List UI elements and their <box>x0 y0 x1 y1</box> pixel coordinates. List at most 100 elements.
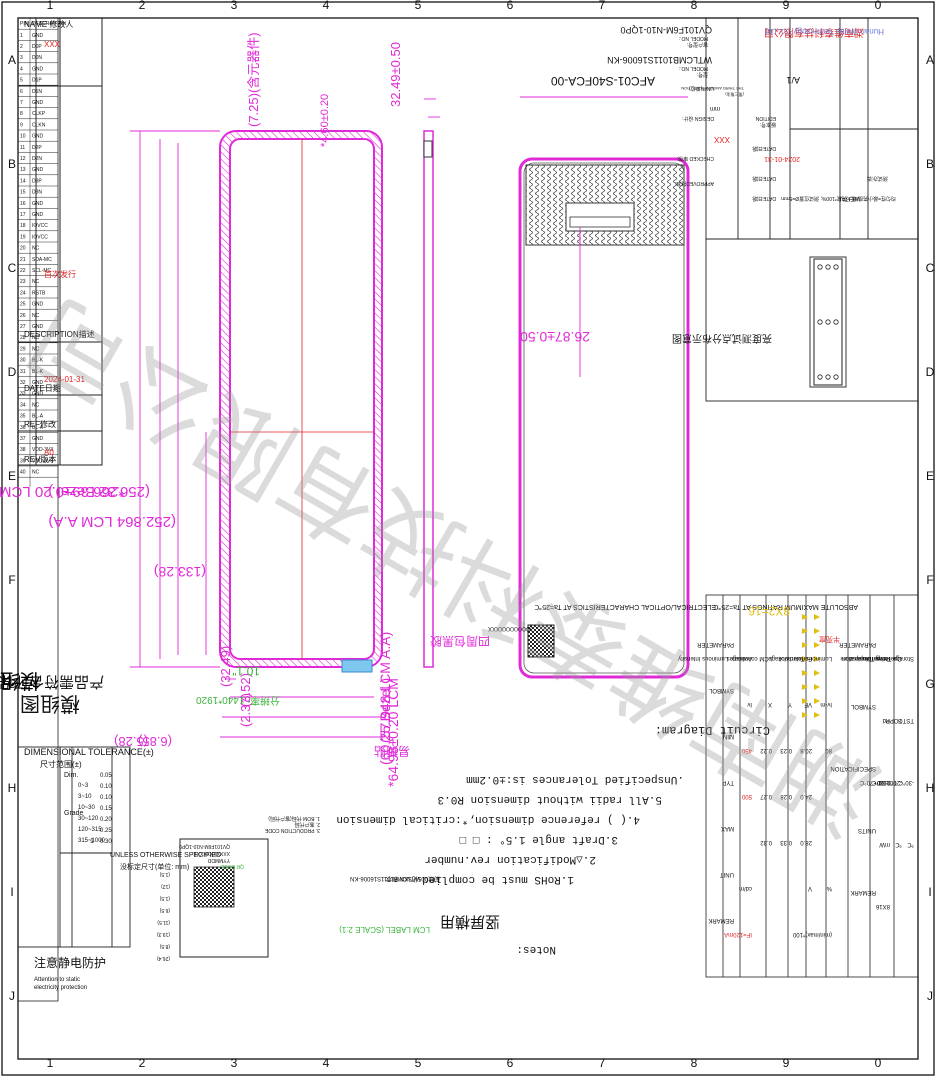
dim-32-49-bottom: (32.49) <box>218 646 233 687</box>
led-symbol <box>814 628 820 634</box>
zone-label-left: 7 <box>599 1056 606 1070</box>
brightness-test-point <box>825 374 831 380</box>
zone-label-top: I <box>10 885 13 899</box>
abs-header: UNITS <box>858 827 876 833</box>
pin-signal: GND <box>32 391 44 397</box>
dim-lcm-width: *64.98±0.20 LCM <box>385 678 401 787</box>
abs-header: SPECIFICATION <box>830 765 876 771</box>
tolerance-range: 0~3 <box>78 783 89 789</box>
pin-header: PIN <box>20 21 29 27</box>
zone-label-right: 4 <box>323 0 330 12</box>
pin-signal: GND <box>32 100 44 106</box>
pin-number: 1 <box>20 33 23 39</box>
led-symbol <box>802 670 808 676</box>
led-symbol <box>814 614 820 620</box>
pin-number: 11 <box>20 145 25 151</box>
pin-number: 31 <box>20 369 26 375</box>
dim-bezel-width: (60.25 Bezel ) <box>377 678 393 765</box>
elec-header: REMARK <box>708 917 734 923</box>
zone-label-left: 3 <box>231 1056 238 1070</box>
view-title: 模组图 <box>20 692 80 715</box>
notes-title: Notes: <box>516 943 556 955</box>
zone-label-bottom: E <box>926 469 934 483</box>
pin-number: 29 <box>20 346 26 352</box>
elec-cell: Forward Voltage <box>768 655 812 661</box>
pin-signal: D0N <box>32 55 42 61</box>
pin-signal: GND <box>32 33 44 39</box>
pin-number: 7 <box>20 100 23 106</box>
label-line3: YYMMDD <box>207 857 230 863</box>
brightness-test-point <box>825 319 831 325</box>
label-dim: (11.5) <box>157 919 170 925</box>
note-item: 4.( ) reference dimension,*:critical dim… <box>336 813 640 825</box>
edition-label: EDITION <box>755 115 776 121</box>
lcm-front-view <box>219 130 383 673</box>
zone-label-top: G <box>7 677 16 691</box>
company-name-cn: 湖南维泰科技有限公司 <box>764 26 864 39</box>
label-dim: (8.5) <box>159 943 170 949</box>
esd-en1: Attention to static <box>34 977 80 983</box>
dim-5-28: (5.28) <box>114 734 148 749</box>
label-title: LCM LABEL (SCALE 2:1) <box>339 925 430 934</box>
pin-number: 18 <box>20 223 26 229</box>
abs-cell: Power Dissipation <box>842 655 890 661</box>
zone-label-left: 0 <box>875 1056 882 1070</box>
pin-signal: BL-K <box>32 358 44 364</box>
pin-signal: GND <box>32 380 44 386</box>
zone-label-right: 6 <box>507 0 514 12</box>
elec-cell: Average Luminous Intensity <box>678 655 752 661</box>
pin-number: 28 <box>20 335 26 341</box>
pin-signal: SCL-MC <box>32 268 52 274</box>
model-no2: WTLCMB1011S16006-KN <box>607 55 712 65</box>
rev-header-desc: DESCRIPTION描述 <box>24 329 95 339</box>
pin-signal: NC <box>32 313 40 319</box>
elec-cell: 0.32 <box>760 839 772 845</box>
pin-signal: NC <box>32 279 40 285</box>
date-label: DATE日期: <box>752 145 776 151</box>
pin-signal: VDD-3V3 <box>32 447 53 453</box>
brightness-test-point <box>833 264 839 270</box>
elec-cell: 500 <box>741 793 752 799</box>
pin-number: 35 <box>20 414 26 420</box>
note-item: .Unspecified Tolerances is:±0.2mm <box>466 773 684 785</box>
pin-signal: NC <box>32 402 40 408</box>
elec-cell: 20.8 <box>800 747 812 753</box>
lcm-side-view <box>423 130 434 668</box>
rev-header-rev: REV版本 <box>24 454 56 464</box>
zone-label-right: 7 <box>599 0 606 12</box>
easy-tear-note: 易撕贴 <box>374 744 410 758</box>
elec-cell: 0.33 <box>780 839 792 845</box>
tolerance-subtitle: 尺寸范围(±) <box>40 759 82 769</box>
model-no2-label: MODEL NO.: <box>679 65 708 71</box>
pin-number: 21 <box>20 257 26 263</box>
zone-label-left: 9 <box>783 1056 790 1070</box>
brightness-test-point <box>817 319 823 325</box>
tolerance-range: 120~315 <box>78 827 102 833</box>
abs-cell: Pd <box>883 717 890 723</box>
pin-signal: NC <box>32 470 40 476</box>
company-name-en: Hunan Weitai Technology Co.,Ltd <box>766 27 884 36</box>
tolerance-value: 0.25 <box>100 828 112 834</box>
brightness-test-point <box>833 319 839 325</box>
abs-cell: ℃ <box>907 841 914 847</box>
pin-signal: GND <box>32 201 44 207</box>
dimension-lines <box>130 96 688 738</box>
elec-cell: 0.23 <box>780 747 792 753</box>
led-symbol <box>802 656 808 662</box>
zone-label-top: A <box>8 53 16 67</box>
tolerance-range: 3~10 <box>78 794 92 800</box>
zone-label-right: 3 <box>231 0 238 12</box>
elec-cell: 28.0 <box>800 839 812 845</box>
elec-cell: V <box>808 885 812 891</box>
esd-warning: 注意静电防护 <box>34 955 106 970</box>
zone-label-bottom: D <box>926 365 935 379</box>
led-symbol <box>814 712 820 718</box>
zone-label-bottom: G <box>925 677 934 691</box>
pin-number: 10 <box>20 134 26 140</box>
zone-label-top: D <box>8 365 17 379</box>
lcm-back-view <box>518 157 690 679</box>
black-tape-note: 四周包黑胶 <box>430 634 490 649</box>
watermark: 湖南维泰科技有限公司 <box>10 277 897 854</box>
tolerance-unless: UNLESS OTHERWISE SPECIFIED <box>110 852 221 859</box>
